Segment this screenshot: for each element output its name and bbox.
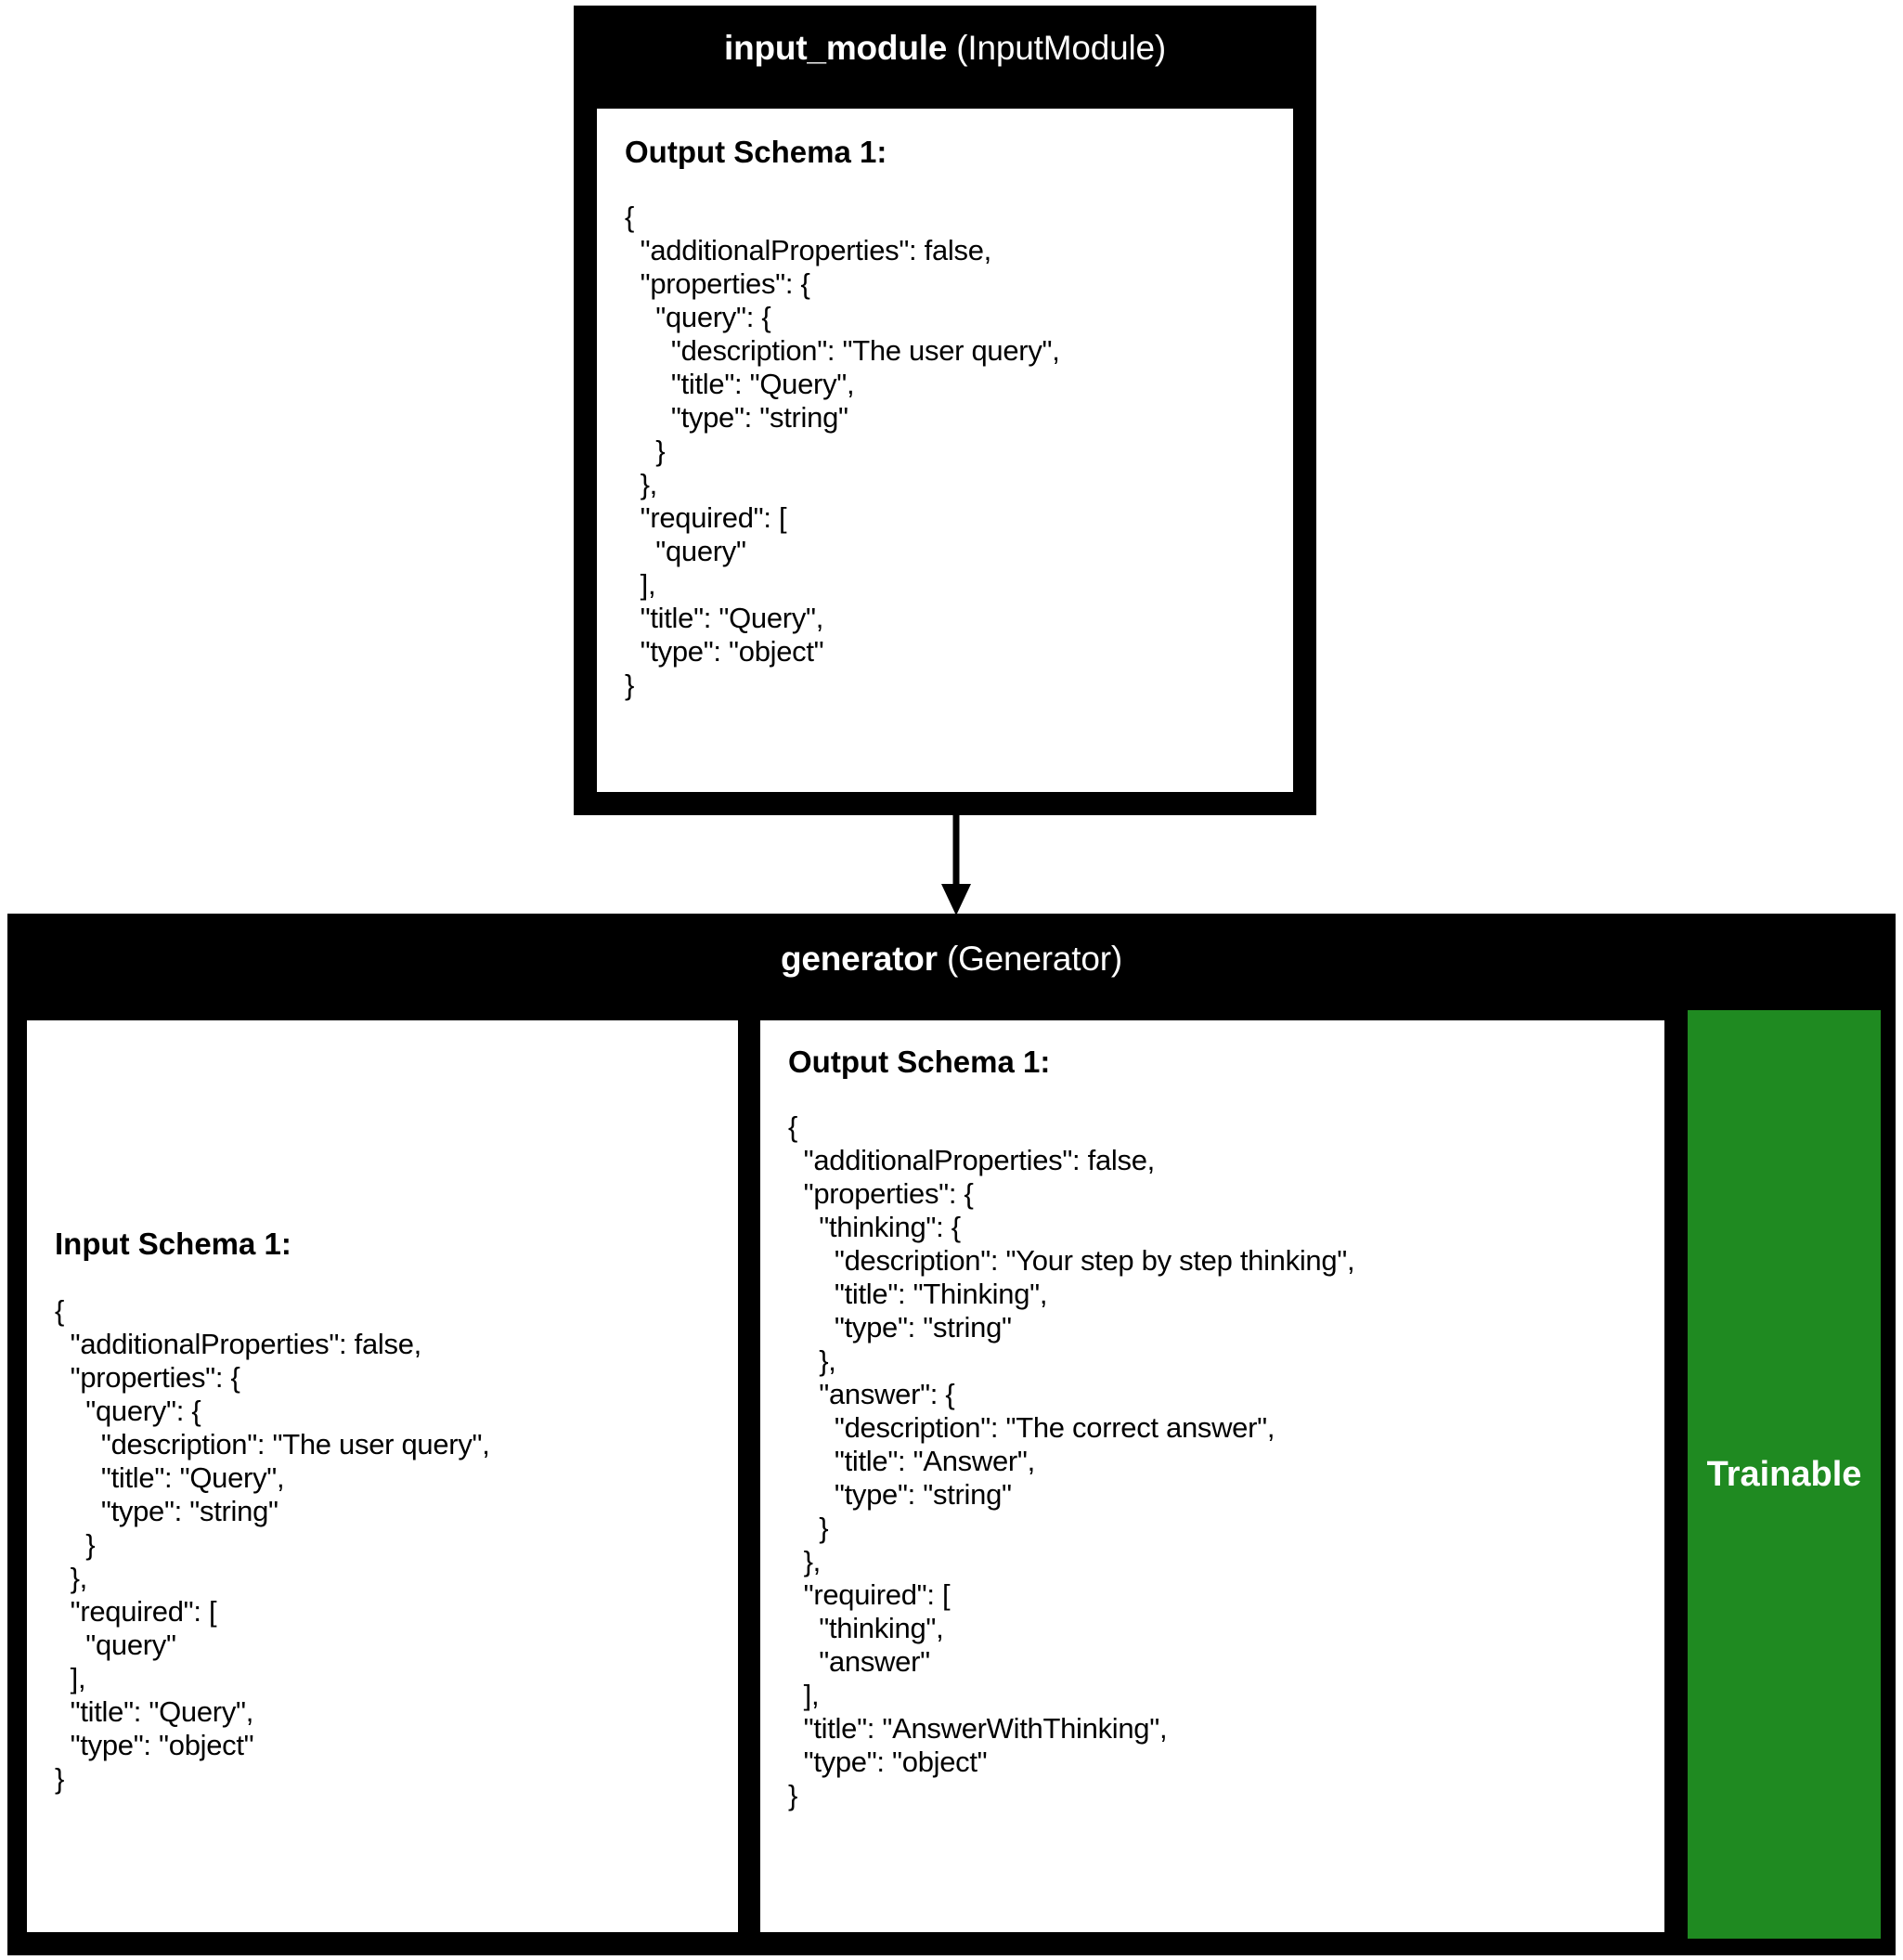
panel-generator-output-schema-1[interactable]: Output Schema 1: { "additionalProperties… — [757, 1018, 1667, 1935]
node-input-module-header: input_module (InputModule) — [574, 6, 1316, 112]
schema-code-generator-input-1: { "additionalProperties": false, "proper… — [55, 1294, 490, 1795]
panel-title-input-schema-1: Input Schema 1: — [55, 1227, 291, 1261]
node-generator[interactable]: generator (Generator) Input Schema 1: { … — [7, 914, 1896, 1955]
node-generator-header: generator (Generator) — [7, 914, 1896, 1032]
panel-generator-input-schema-1[interactable]: Input Schema 1: { "additionalProperties"… — [24, 1018, 741, 1935]
node-input-module-name: input_module — [724, 29, 948, 67]
node-input-module-class: (InputModule) — [956, 29, 1166, 67]
node-input-module[interactable]: input_module (InputModule) Output Schema… — [574, 6, 1316, 815]
node-generator-class: (Generator) — [946, 940, 1122, 978]
node-generator-name: generator — [781, 940, 938, 978]
panel-title-generator-output-schema-1: Output Schema 1: — [788, 1045, 1051, 1079]
schema-code-generator-output-1: { "additionalProperties": false, "proper… — [788, 1110, 1355, 1811]
trainable-badge: Trainable — [1684, 1006, 1884, 1942]
panel-input-module-output-schema-1[interactable]: Output Schema 1: { "additionalProperties… — [594, 106, 1296, 795]
trainable-badge-label: Trainable — [1706, 1454, 1862, 1494]
schema-code-input-module-output-1: { "additionalProperties": false, "proper… — [625, 201, 1060, 701]
panel-title-output-schema-1: Output Schema 1: — [625, 135, 887, 169]
edge-arrow-input-module-to-generator — [941, 815, 971, 915]
